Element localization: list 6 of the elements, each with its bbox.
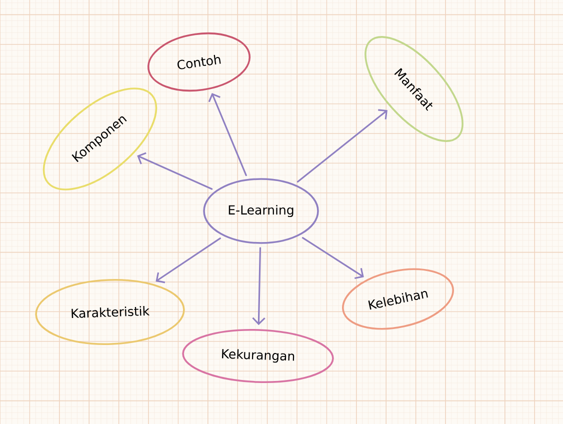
- arrow: [296, 109, 388, 183]
- arrow: [302, 237, 364, 280]
- arrow: [137, 152, 213, 190]
- arrow: [252, 247, 266, 326]
- arrow: [208, 92, 247, 176]
- arrow: [156, 238, 221, 284]
